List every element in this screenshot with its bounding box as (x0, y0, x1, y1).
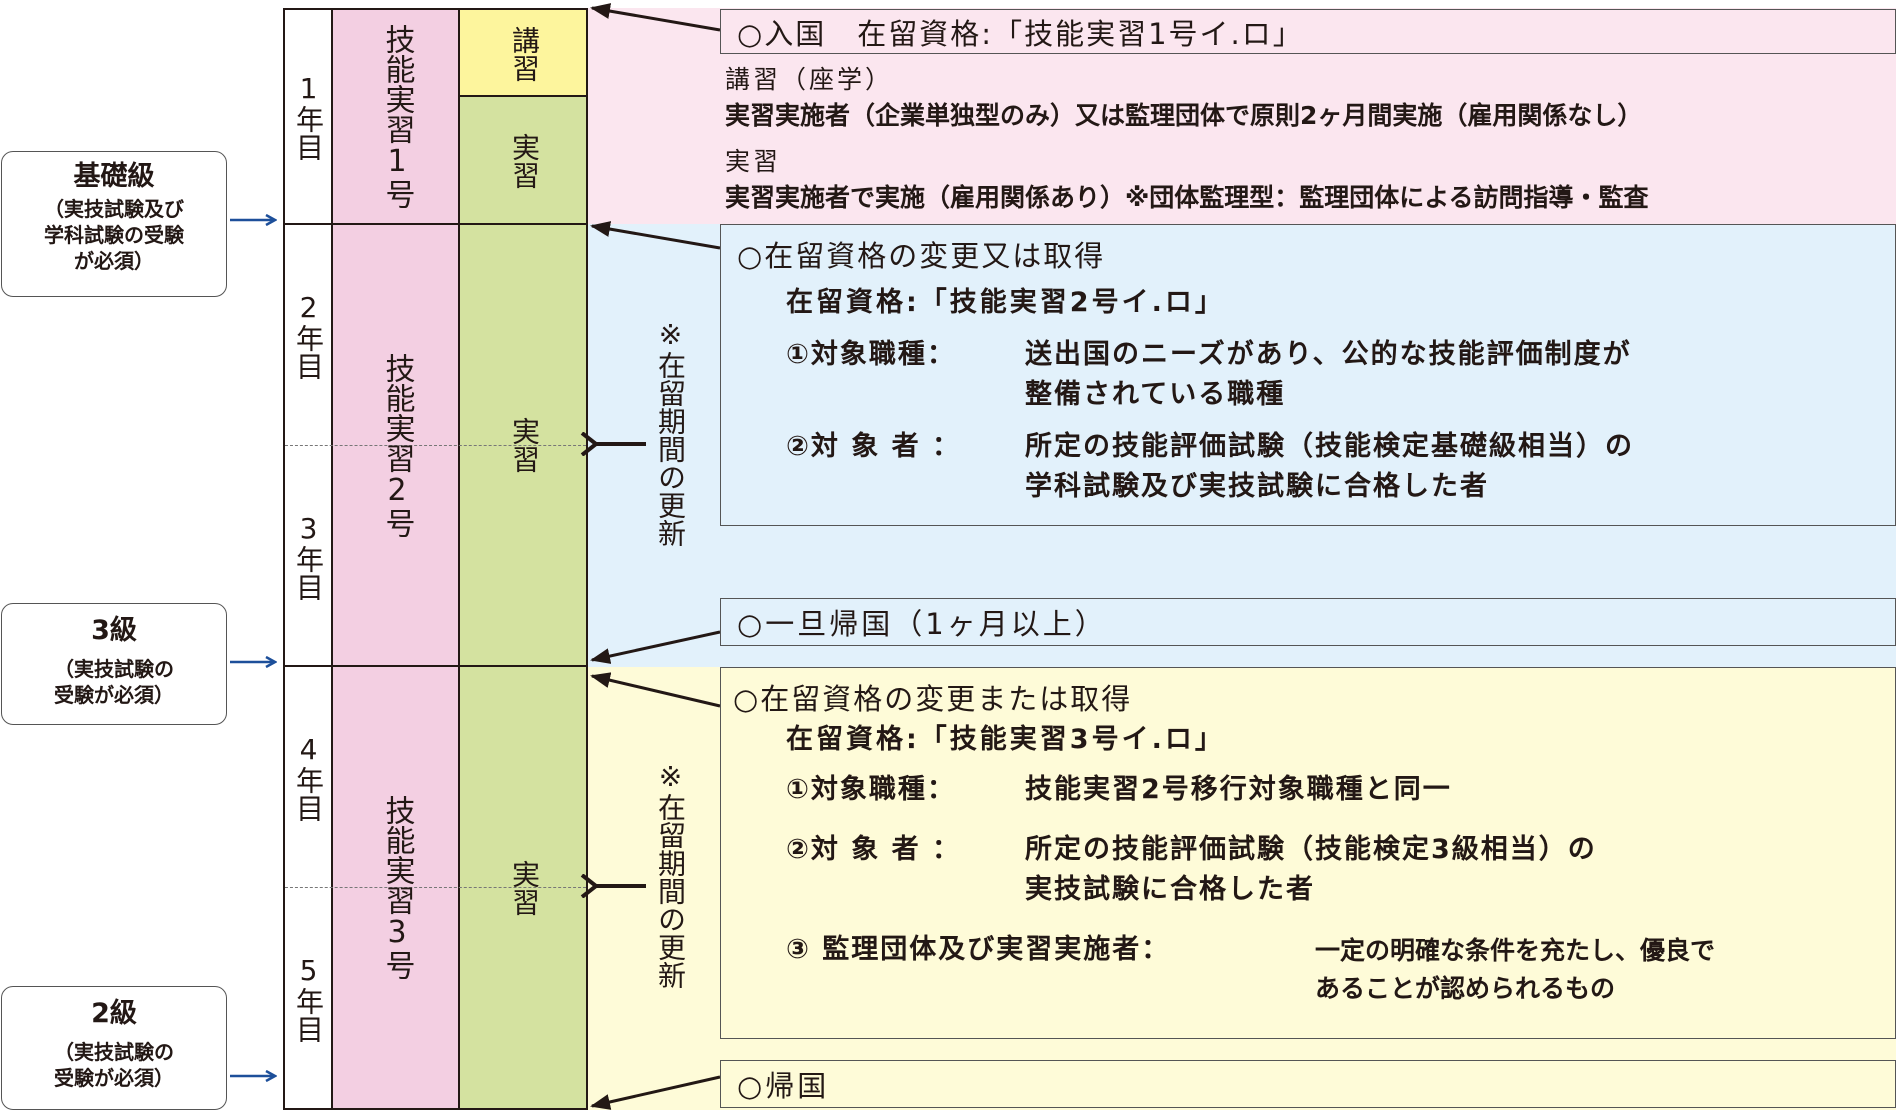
stage3-item3-label: ③ 監理団体及び実習実施者： (786, 934, 1171, 965)
level-basic-note-line: が必須） (74, 249, 154, 273)
level-3-box: 3級 （実技試験の 受験が必須） (1, 603, 227, 725)
level-2-note-line: 受験が必須） (54, 1066, 174, 1090)
stage3-item3-line1: 一定の明確な条件を充たし、優良で (1315, 936, 1716, 965)
year-5-label: 5年目 (292, 954, 325, 1043)
separator-stage1 (283, 223, 588, 225)
return-temp-arrow (590, 630, 721, 664)
practice-description: 実習実施者で実施（雇用関係あり）※団体監理型：監理団体による訪問指導・監査 (725, 183, 1649, 212)
stage3-header: ○在留資格の変更または取得 (733, 682, 1133, 716)
stage2-item2-line2: 学科試験及び実技試験に合格した者 (1025, 471, 1489, 502)
return-final-box: ○帰国 (720, 1060, 1896, 1108)
level-3-note-line: 受験が必須） (54, 683, 174, 707)
stage3-status: 在留資格:「技能実習3号イ.ロ」 (786, 724, 1225, 755)
entry-arrow (590, 3, 721, 32)
year-3-label: 3年目 (292, 511, 325, 601)
entry-header: ○入国 在留資格:「技能実習1号イ.ロ」 (737, 16, 1304, 51)
stage2-item2-label: ②対 象 者 ： (786, 431, 962, 462)
stage3-item1-label: ①対象職種： (786, 774, 956, 805)
return-final-arrow (590, 1075, 721, 1110)
separator-stage2 (283, 665, 588, 667)
practice-2-label: 実習 (508, 417, 541, 473)
level-3-title: 3級 (91, 615, 137, 646)
stage3-item2-line1: 所定の技能評価試験（技能検定3級相当）の (1025, 834, 1597, 865)
stage2-item2-line1: 所定の技能評価試験（技能検定基礎級相当）の (1025, 431, 1634, 462)
lecture-description: 実習実施者（企業単独型のみ）又は監理団体で原則2ヶ月間実施（雇用関係なし） (725, 101, 1643, 130)
stage3-item3-line2: あることが認められるもの (1315, 974, 1616, 1003)
lecture-label: 講習 (508, 25, 541, 82)
year-2-label: 2年目 (292, 290, 325, 380)
stage2-header: ○在留資格の変更又は取得 (737, 239, 1106, 273)
level-basic-note-line: 学科試験の受験 (44, 223, 184, 247)
stage3-arrow (590, 672, 721, 708)
stage2-box: ○在留資格の変更又は取得 在留資格:「技能実習2号イ.ロ」 ①対象職種： 送出国… (720, 224, 1896, 526)
level-basic-title: 基礎級 (73, 161, 155, 192)
practice-1-label: 実習 (508, 133, 541, 189)
level-2-box: 2級 （実技試験の 受験が必須） (1, 986, 227, 1110)
renewal-note-stage3: ※在留期間の更新 (654, 760, 687, 989)
return-temp-box: ○一旦帰国（1ヶ月以上） (720, 598, 1896, 646)
dashed-line-y3 (285, 445, 586, 446)
stage3-item1-text: 技能実習2号移行対象職種と同一 (1025, 774, 1452, 805)
level-basic-box: 基礎級 （実技試験及び 学科試験の受験 が必須） (1, 151, 227, 297)
level-basic-note-line: （実技試験及び (44, 197, 184, 221)
renewal-note-stage2: ※在留期間の更新 (654, 318, 687, 547)
stage2-item1-label: ①対象職種： (786, 339, 956, 370)
phase-column (460, 8, 588, 1110)
dashed-line-y5 (285, 887, 586, 888)
stage3-item2-label: ②対 象 者 ： (786, 834, 962, 865)
level-2-note-line: （実技試験の (54, 1040, 174, 1064)
stage3-item2-line2: 実技試験に合格した者 (1025, 874, 1315, 905)
program-column (333, 8, 460, 1110)
practice-label-text: 実習 (725, 147, 782, 176)
level-2-title: 2級 (91, 998, 137, 1029)
level-3-note-line: （実技試験の (54, 657, 174, 681)
lecture-label-text: 講習（座学） (725, 65, 894, 94)
program-2-label: 技能実習2号 (379, 352, 415, 538)
return-temp-text: ○一旦帰国（1ヶ月以上） (737, 607, 1107, 641)
year-1-label: 1年目 (292, 72, 325, 161)
year-4-label: 4年目 (292, 732, 325, 822)
stage2-arrow (590, 221, 721, 250)
stage3-box: ○在留資格の変更または取得 在留資格:「技能実習3号イ.ロ」 ①対象職種： 技能… (720, 667, 1896, 1039)
stage2-item1-line1: 送出国のニーズがあり、公的な技能評価制度が (1025, 339, 1632, 370)
program-1-label: 技能実習1号 (379, 24, 415, 209)
stage2-item1-line2: 整備されている職種 (1025, 379, 1286, 410)
entry-header-box: ○入国 在留資格:「技能実習1号イ.ロ」 (720, 9, 1896, 54)
program-3-label: 技能実習3号 (379, 795, 415, 980)
practice-3-label: 実習 (508, 859, 541, 916)
year-column (283, 8, 333, 1110)
return-final-text: ○帰国 (737, 1069, 830, 1103)
lecture-cell-bg (460, 8, 588, 97)
stage2-status: 在留資格:「技能実習2号イ.ロ」 (786, 287, 1225, 318)
